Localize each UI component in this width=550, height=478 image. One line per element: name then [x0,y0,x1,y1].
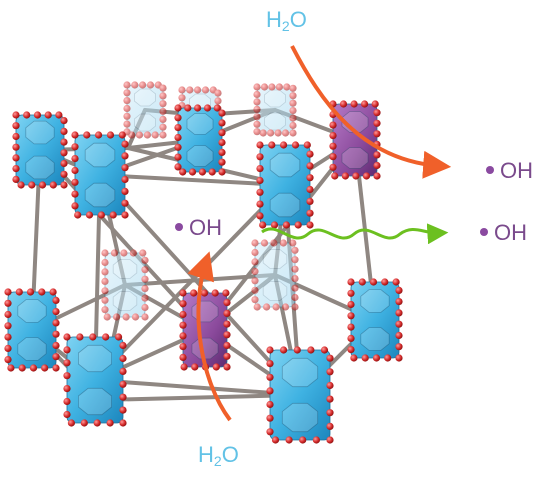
hydroxyl-radical-center: OH [175,217,222,239]
cluster-node [179,289,231,371]
cluster-node [251,239,299,311]
hydroxyl-radical-right-mid: OH [480,222,527,244]
framework-rod [93,378,302,397]
cluster-node [123,81,167,139]
cluster-node [4,288,60,372]
cluster-node [256,141,314,229]
hydroxyl-radical-right-top: OH [486,160,533,182]
cluster-node [63,333,127,427]
framework-rod [98,173,287,187]
cluster-node [71,131,129,219]
cluster-node [253,83,297,137]
radical-arrow-green [261,223,449,245]
water-label-bottom: H2O [198,442,239,469]
cluster-node [347,278,403,362]
cluster-node [174,104,226,176]
radical-dot-icon [175,223,183,232]
cluster-node [266,346,334,444]
radical-dot-icon [480,228,488,237]
radical-dot-icon [486,166,494,175]
cluster-node [101,249,149,321]
framework-rod [38,148,207,332]
framework-rod [98,393,302,402]
water-label-top: H2O [266,7,307,34]
cluster-node [12,111,68,189]
framework-clusters [4,81,403,444]
water-arrow-bottom [187,251,232,422]
water-arrow-top [290,45,452,179]
